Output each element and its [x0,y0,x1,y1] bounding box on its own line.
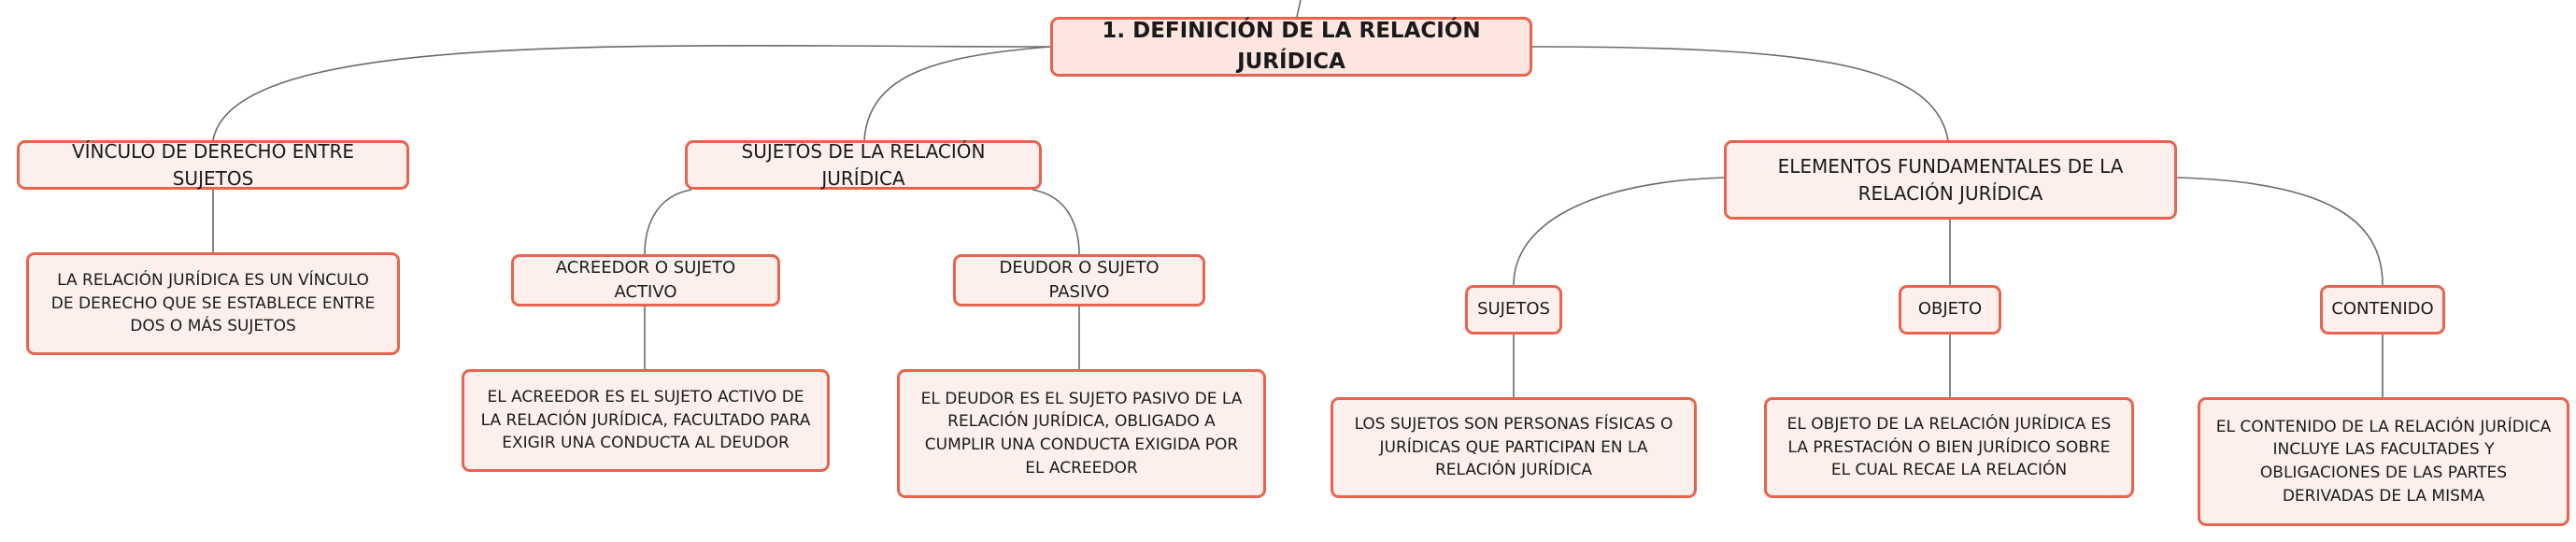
acreedor-detail-node[interactable]: EL ACREEDOR ES EL SUJETO ACTIVO DE LA RE… [462,369,830,472]
sujetos-relacion-node[interactable]: SUJETOS DE LA RELACIÓN JURÍDICA [685,140,1042,190]
sujetos-detail-text: LOS SUJETOS SON PERSONAS FÍSICAS O JURÍD… [1354,415,1673,480]
sujetos-relacion-label: SUJETOS DE LA RELACIÓN JURÍDICA [741,139,986,190]
acreedor-detail-text: EL ACREEDOR ES EL SUJETO ACTIVO DE LA RE… [480,388,811,453]
sujetos-node[interactable]: SUJETOS [1465,285,1562,335]
elementos-node[interactable]: ELEMENTOS FUNDAMENTALES DE LA RELACIÓN J… [1724,140,2177,220]
root-label: 1. DEFINICIÓN DE LA RELACIÓN JURÍDICA [1102,18,1481,74]
deudor-node[interactable]: DEUDOR O SUJETO PASIVO [953,254,1205,307]
connector-sujetos-acreedor [644,189,692,255]
objeto-label: OBJETO [1917,299,1983,320]
deudor-detail-text: EL DEUDOR ES EL SUJETO PASIVO DE LA RELA… [920,389,1243,478]
objeto-node[interactable]: OBJETO [1899,285,2001,335]
elementos-label: ELEMENTOS FUNDAMENTALES DE LA RELACIÓN J… [1777,154,2124,205]
contenido-label: CONTENIDO [2331,299,2434,320]
connector-elementos-sujetos [1513,177,1725,286]
connector-root-sujetos-relacion [863,46,1051,141]
connector-root-vinculo [212,44,1051,141]
sujetos-detail-node[interactable]: LOS SUJETOS SON PERSONAS FÍSICAS O JURÍD… [1331,397,1697,498]
contenido-detail-node[interactable]: EL CONTENIDO DE LA RELACIÓN JURÍDICA INC… [2198,397,2569,526]
vinculo-detail-node[interactable]: LA RELACIÓN JURÍDICA ES UN VÍNCULO DE DE… [26,252,400,355]
sujetos-label: SUJETOS [1477,299,1550,320]
vinculo-node[interactable]: VÍNCULO DE DERECHO ENTRE SUJETOS [17,140,409,190]
vinculo-detail-text: LA RELACIÓN JURÍDICA ES UN VÍNCULO DE DE… [50,271,376,336]
acreedor-label: ACREEDOR O SUJETO ACTIVO [555,257,736,302]
acreedor-node[interactable]: ACREEDOR O SUJETO ACTIVO [511,254,780,307]
contenido-node[interactable]: CONTENIDO [2320,285,2445,335]
objeto-detail-text: EL OBJETO DE LA RELACIÓN JURÍDICA ES LA … [1786,415,2112,480]
connector-root-elementos [1531,46,1949,141]
contenido-detail-text: EL CONTENIDO DE LA RELACIÓN JURÍDICA INC… [2215,417,2552,506]
deudor-detail-node[interactable]: EL DEUDOR ES EL SUJETO PASIVO DE LA RELA… [897,369,1266,498]
vinculo-label: VÍNCULO DE DERECHO ENTRE SUJETOS [71,139,355,190]
root-node[interactable]: 1. DEFINICIÓN DE LA RELACIÓN JURÍDICA [1050,17,1532,77]
connector-sujetos-deudor [1032,189,1080,255]
connector-elementos-contenido [2176,177,2384,286]
deudor-label: DEUDOR O SUJETO PASIVO [999,257,1160,302]
connector-root-top [1296,0,1302,18]
objeto-detail-node[interactable]: EL OBJETO DE LA RELACIÓN JURÍDICA ES LA … [1764,397,2134,498]
